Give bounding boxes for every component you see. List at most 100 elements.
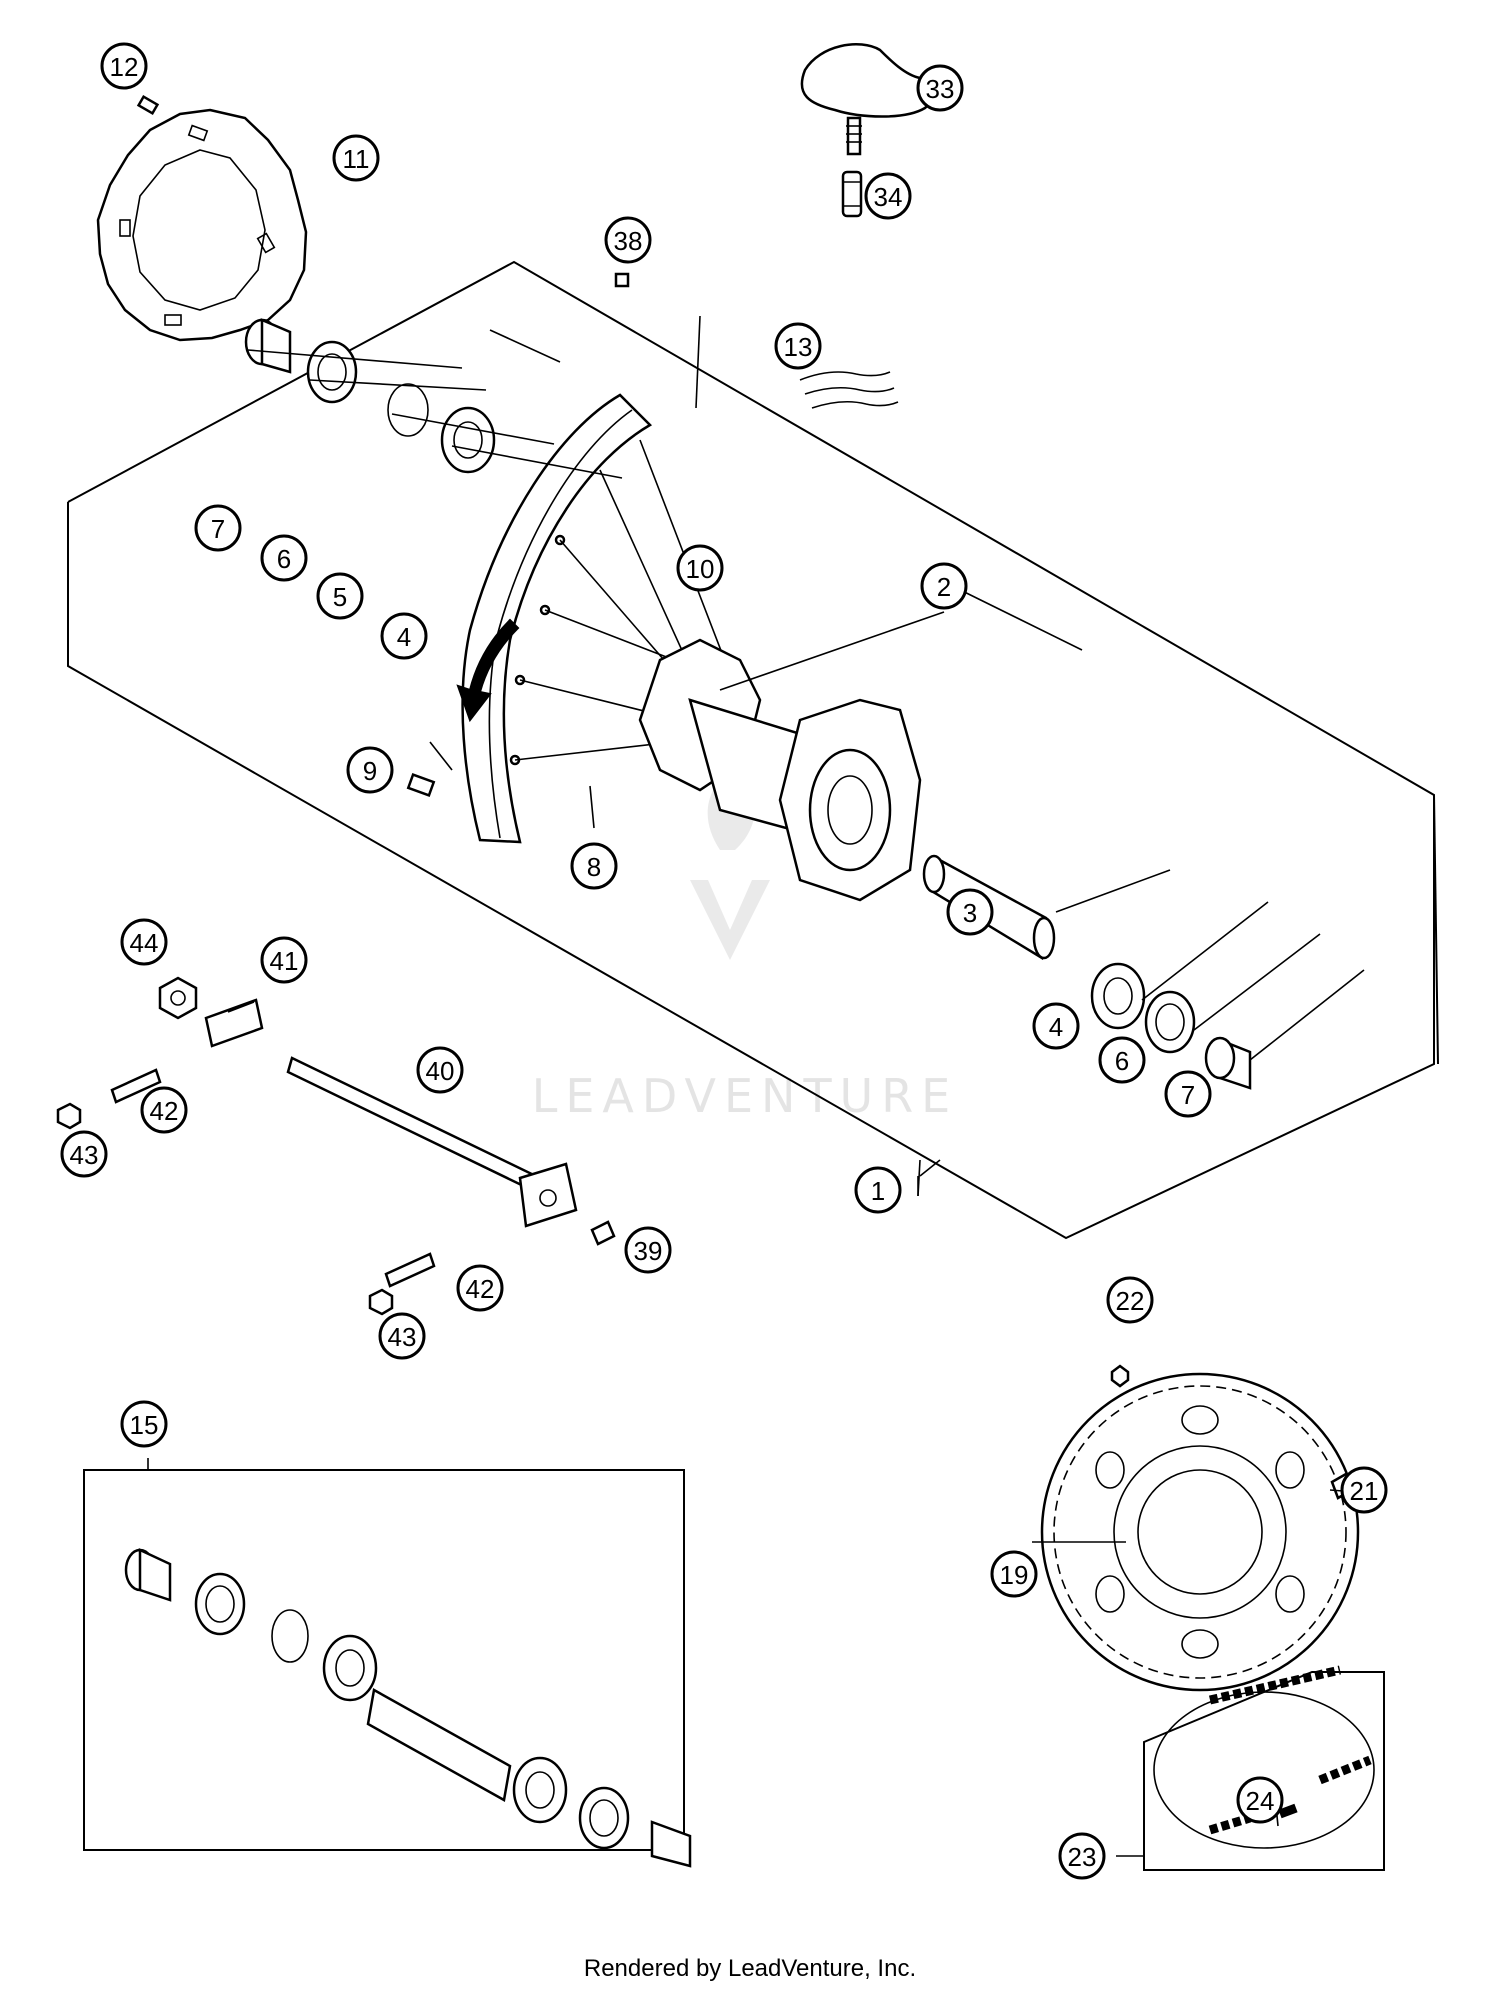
callout-c24: 24 [1236, 1776, 1284, 1824]
callout-label: 7 [1181, 1080, 1195, 1110]
callout-circle [120, 918, 168, 966]
callout-label: 40 [426, 1056, 455, 1086]
callout-circle [864, 172, 912, 220]
callout-circle [380, 612, 428, 660]
right-seal [1144, 990, 1196, 1054]
callout-c22: 22 [1106, 1276, 1154, 1324]
callout-c34: 34 [864, 172, 912, 220]
hub-kit-parts [124, 1548, 692, 1868]
callout-c39: 39 [624, 1226, 672, 1274]
callout-circle [378, 1312, 426, 1360]
callout-circle [1164, 1070, 1212, 1118]
callout-c21: 21 [1340, 1466, 1388, 1514]
callout-circle [120, 1400, 168, 1448]
callout-c44: 44 [120, 918, 168, 966]
callout-c7b: 7 [1164, 1070, 1212, 1118]
chain-adjuster-left [204, 998, 264, 1048]
callout-label: 2 [937, 572, 951, 602]
callout-label: 4 [397, 622, 411, 652]
callout-circle [316, 572, 364, 620]
callout-circle [456, 1264, 504, 1312]
callout-label: 6 [1115, 1046, 1129, 1076]
leader-lines [147, 315, 1365, 1857]
hub-kit-frame [83, 1469, 685, 1851]
callout-circle [140, 1086, 188, 1134]
adjuster-screw-right [384, 1252, 436, 1288]
rim-lock-valve [406, 773, 436, 797]
callout-c5: 5 [316, 572, 364, 620]
brake-disc [96, 108, 308, 342]
callout-label: 8 [587, 852, 601, 882]
callout-layer: 1211333438137654102983467444140424313942… [60, 42, 1388, 1880]
callout-label: 11 [343, 144, 370, 174]
callout-label: 24 [1246, 1786, 1275, 1816]
callout-c4b: 4 [1032, 1002, 1080, 1050]
callout-circle [346, 746, 394, 794]
callout-label: 1 [871, 1176, 885, 1206]
adjuster-nut-right [368, 1288, 394, 1316]
callout-circle [1098, 1036, 1146, 1084]
wheel-rim [461, 393, 653, 844]
wheel-hub [638, 638, 922, 902]
right-hub-spacer [1204, 1036, 1252, 1090]
callout-c23: 23 [1058, 1832, 1106, 1880]
callout-c42a: 42 [140, 1086, 188, 1134]
callout-label: 33 [926, 74, 955, 104]
callout-circle [676, 544, 724, 592]
callout-c19: 19 [990, 1550, 1038, 1598]
callout-label: 3 [963, 898, 977, 928]
callout-c6b: 6 [1098, 1036, 1146, 1084]
left-bearing [440, 406, 496, 474]
callout-c43a: 43 [60, 1130, 108, 1178]
callout-label: 23 [1068, 1842, 1097, 1872]
callout-circle [1340, 1466, 1388, 1514]
callout-c3: 3 [946, 888, 994, 936]
callout-c40: 40 [416, 1046, 464, 1094]
callout-label: 6 [277, 544, 291, 574]
callout-c12a: 12 [100, 42, 148, 90]
callout-label: 41 [270, 946, 299, 976]
rear-sprocket [1040, 1372, 1360, 1692]
axle-nut [158, 976, 198, 1020]
callout-label: 13 [784, 332, 813, 362]
callout-c6a: 6 [260, 534, 308, 582]
callout-circle [1106, 1276, 1154, 1324]
right-bearing [1090, 962, 1146, 1030]
callout-label: 44 [130, 928, 159, 958]
callout-label: 43 [70, 1140, 99, 1170]
callout-c42b: 42 [456, 1264, 504, 1312]
callout-label: 21 [1350, 1476, 1379, 1506]
adjuster-screw-left [110, 1068, 162, 1104]
adjuster-nut-left [56, 1102, 82, 1130]
callout-circle [774, 322, 822, 370]
callout-c1: 1 [854, 1166, 902, 1214]
callout-label: 38 [614, 226, 643, 256]
callout-c33: 33 [916, 64, 964, 112]
seat-cushion [800, 43, 936, 156]
callout-c38: 38 [604, 216, 652, 264]
callout-circle [260, 936, 308, 984]
callout-circle [570, 842, 618, 890]
callout-label: 19 [1000, 1560, 1029, 1590]
callout-label: 9 [363, 756, 377, 786]
callout-circle [1032, 1002, 1080, 1050]
callout-circle [990, 1550, 1038, 1598]
left-hub-spacer [244, 318, 292, 374]
callout-circle [416, 1046, 464, 1094]
callout-c8: 8 [570, 842, 618, 890]
callout-circle [946, 888, 994, 936]
callout-circle [920, 562, 968, 610]
seat-stud [841, 170, 863, 218]
nipple-small [614, 272, 630, 288]
rotation-arrow [456, 618, 520, 723]
callout-circle [100, 42, 148, 90]
callout-label: 10 [686, 554, 715, 584]
disc-bolt [136, 94, 160, 116]
callout-c4a: 4 [380, 612, 428, 660]
callout-circle [604, 216, 652, 264]
chain-kit-frame [1143, 1671, 1385, 1871]
sprocket-nut [1110, 1364, 1130, 1388]
wheel-axle [286, 1056, 578, 1228]
callout-circle [916, 64, 964, 112]
